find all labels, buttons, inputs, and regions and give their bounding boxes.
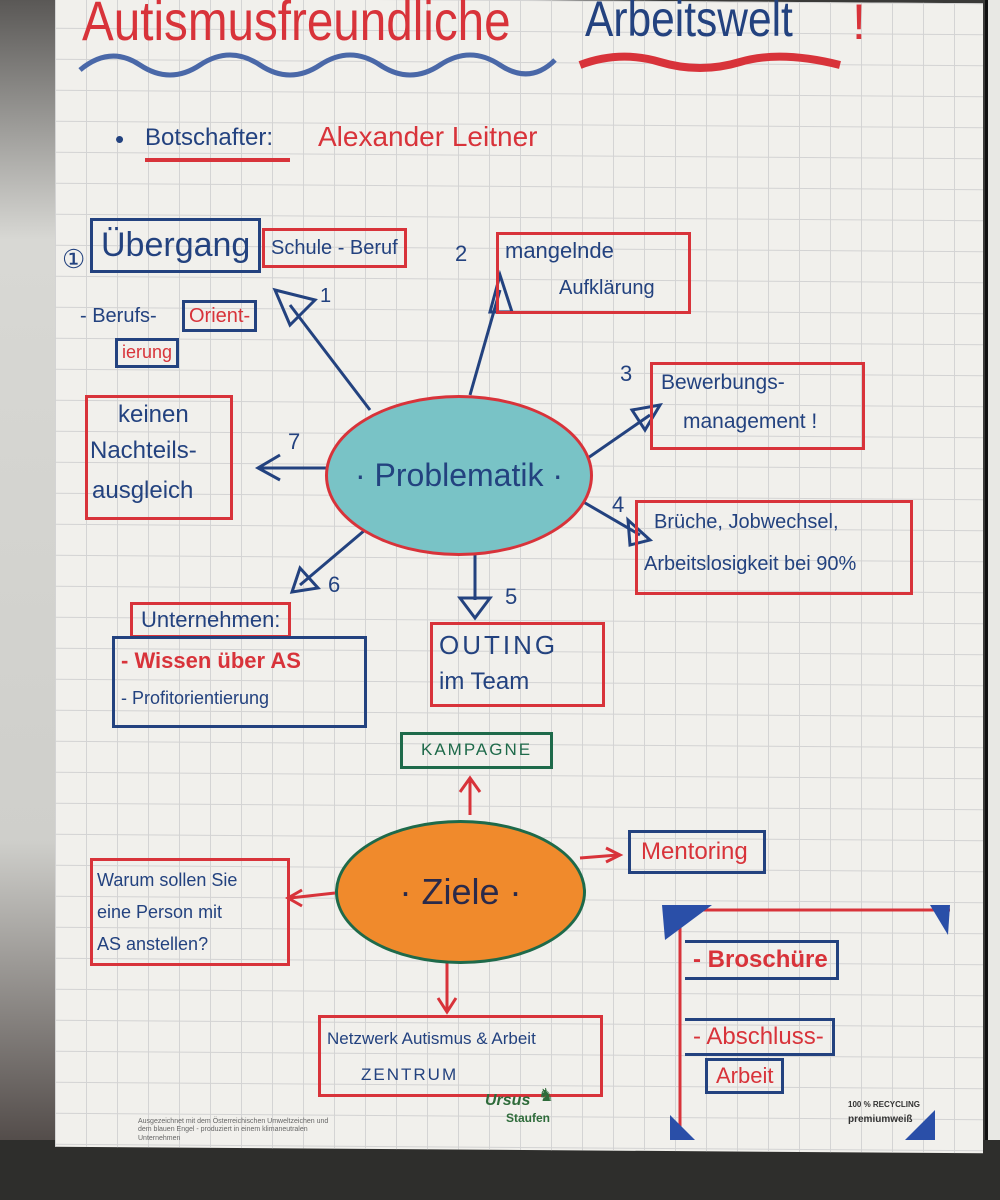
outing-box: OUTING im Team (430, 622, 605, 707)
number-7: 7 (288, 429, 301, 454)
brand-ursus: Ursus (485, 1092, 531, 1109)
number-1b: 1 (320, 285, 332, 307)
horse-logo-icon: ♞ (538, 1085, 555, 1105)
title-part2: Arbeitswelt (585, 0, 793, 47)
compensation-box: keinen Nachteils- ausgleich (85, 395, 233, 520)
career-orientation: - Berufs- (80, 305, 157, 327)
thesis-box: - Abschluss- (685, 1018, 835, 1057)
job-changes-line2: Arbeitslosigkeit bei 90% (644, 553, 857, 575)
eco-label-text: Ausgezeichnet mit dem Österreichischen U… (138, 1118, 329, 1142)
ambassador-label: Botschafter: (145, 124, 274, 151)
question-line1: Warum sollen Sie (97, 870, 238, 890)
title-part1: Autismusfreundliche (82, 0, 511, 52)
title-exclamation: ! (852, 0, 866, 50)
problem-center-ellipse: · Problematik · (325, 395, 593, 556)
outing-line1: OUTING (439, 630, 559, 660)
paper-type-text: premiumweiß (848, 1114, 913, 1125)
application-box: Bewerbungs- management ! (650, 362, 865, 450)
number-2: 2 (455, 241, 468, 266)
wall-background (0, 0, 60, 1200)
arrow-1 (288, 304, 372, 411)
question-line3: AS anstellen? (97, 934, 209, 954)
ambassador-name: Alexander Leitner (318, 121, 538, 152)
companies-title: Unternehmen: (130, 602, 292, 639)
awareness-line2: Aufklärung (559, 277, 655, 299)
application-line1: Bewerbungs- (661, 371, 785, 394)
companies-box: - Wissen über AS - Profitorientierung (112, 636, 367, 728)
arrow-question (289, 891, 336, 900)
orientation-box-2: ierung (115, 338, 180, 368)
goals-center-label: · Ziele · (399, 871, 522, 912)
number-4: 4 (612, 492, 625, 517)
number-1: ① (62, 244, 86, 274)
arrow-6 (299, 528, 366, 587)
compensation-line3: ausgleich (92, 477, 194, 504)
job-changes-box: Brüche, Jobwechsel, Arbeitslosigkeit bei… (635, 500, 913, 595)
network-line1: Netzwerk Autismus & Arbeit (327, 1029, 536, 1048)
question-box: Warum sollen Sie eine Person mit AS anst… (90, 858, 290, 966)
school-career-box: Schule - Beruf (262, 228, 407, 268)
recycling-text: 100 % RECYCLING (848, 1100, 921, 1109)
job-changes-line1: Brüche, Jobwechsel, (654, 511, 839, 533)
thesis-box-2: Arbeit (705, 1058, 785, 1095)
title-underline-blue (78, 52, 557, 78)
profit-orientation: - Profitorientierung (121, 688, 270, 708)
problem-center-label: · Problematik · (354, 457, 564, 493)
awareness-line1: mangelnde (505, 238, 614, 263)
application-line2: management ! (683, 410, 818, 433)
arrow-4 (579, 498, 641, 537)
goals-center-ellipse: · Ziele · (335, 820, 586, 964)
compensation-line2: Nachteils- (90, 437, 197, 464)
arrow-mentoring (579, 853, 619, 860)
network-line2: ZENTRUM (361, 1065, 459, 1084)
number-3: 3 (620, 361, 633, 386)
corner-triangle (662, 905, 712, 940)
outing-line2: im Team (439, 668, 530, 695)
number-6: 6 (328, 572, 341, 597)
campaign-box: KAMPAGNE (400, 732, 554, 769)
question-line2: eine Person mit (97, 902, 223, 922)
compensation-line1: keinen (118, 401, 189, 428)
brand-staufen: Staufen (506, 1111, 551, 1125)
number-5: 5 (505, 584, 518, 609)
awareness-box: mangelnde Aufklärung (496, 232, 691, 314)
next-flipchart-edge (985, 0, 1000, 1140)
brochure-box: - Broschüre (685, 940, 839, 981)
bullet-icon: • (115, 124, 125, 154)
knowledge-as: - Wissen über AS (121, 648, 301, 673)
arrow-2 (468, 289, 502, 396)
mentoring-box: Mentoring (628, 830, 766, 875)
title-underline-red (578, 52, 841, 72)
transition-box: Übergang (90, 218, 262, 274)
orientation-box: Orient- (182, 300, 258, 332)
network-box: Netzwerk Autismus & Arbeit ZENTRUM (318, 1015, 603, 1097)
